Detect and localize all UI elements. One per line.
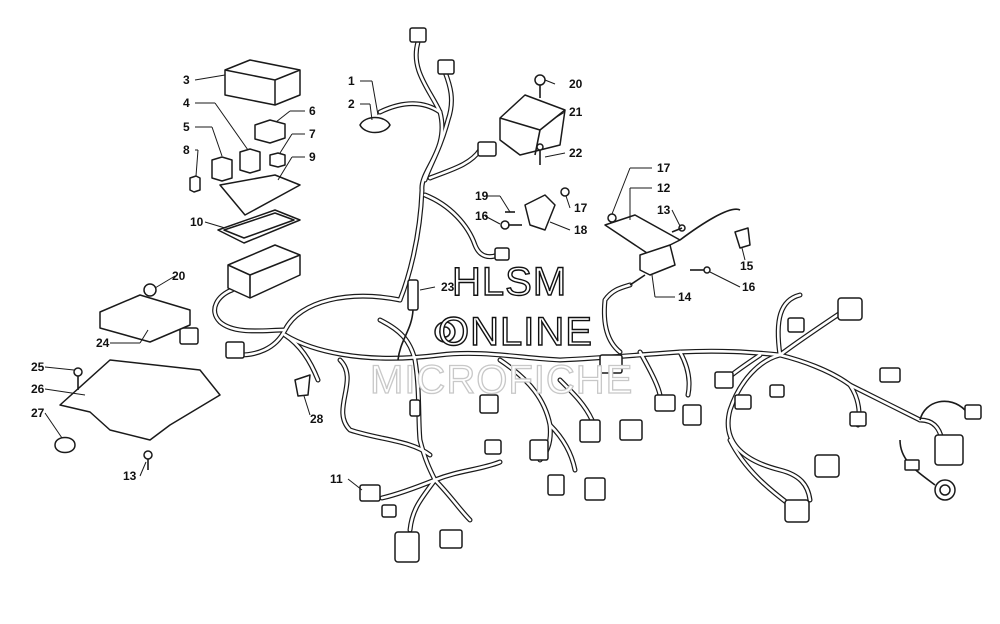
callout-21: 21 [569, 105, 583, 119]
callout-13-plate: 13 [123, 469, 137, 483]
regulator-and-brackets [359, 74, 570, 231]
callout-27: 27 [31, 406, 45, 420]
main-wiring-harness [212, 39, 945, 533]
callout-10: 10 [190, 215, 204, 229]
sensor-23 [397, 279, 456, 417]
callout-16-lower: 16 [742, 280, 756, 294]
callout-8: 8 [183, 143, 190, 157]
callout-11: 11 [330, 472, 343, 486]
callout-4: 4 [183, 96, 190, 110]
module-and-mounting-plate [54, 283, 311, 470]
callout-leaders [44, 74, 746, 491]
callout-9: 9 [309, 150, 316, 164]
callout-22: 22 [569, 146, 583, 160]
callout-28: 28 [310, 412, 324, 426]
callout-14: 14 [678, 290, 692, 304]
callout-16-upper: 16 [475, 209, 489, 223]
harness-connectors [179, 27, 982, 563]
callout-1: 1 [348, 74, 355, 88]
callout-25: 25 [31, 360, 45, 374]
watermark-line-1: HLSM [452, 260, 567, 304]
callout-20-top: 20 [569, 77, 583, 91]
callout-12: 12 [657, 181, 671, 195]
callout-23: 23 [441, 280, 455, 294]
callout-labels: 1 2 3 4 5 6 7 8 9 10 11 12 13 13 14 15 1… [31, 73, 756, 486]
callout-19: 19 [475, 189, 489, 203]
watermark: HLSM ONLINE MICROFICHE [369, 259, 633, 402]
callout-15: 15 [740, 259, 754, 273]
callout-13-bracket: 13 [657, 203, 671, 217]
callout-3: 3 [183, 73, 190, 87]
callout-5: 5 [183, 120, 190, 134]
callout-26: 26 [31, 382, 45, 396]
callout-17-right: 17 [657, 161, 671, 175]
callout-18: 18 [574, 223, 588, 237]
callout-6: 6 [309, 104, 316, 118]
callout-2: 2 [348, 97, 355, 111]
fuse-relay-box-parts [189, 59, 301, 299]
callout-20-left: 20 [172, 269, 186, 283]
callout-17-mid: 17 [574, 201, 588, 215]
callout-24: 24 [96, 336, 110, 350]
watermark-line-3: MICROFICHE [370, 358, 633, 402]
callout-7: 7 [309, 127, 316, 141]
watermark-line-2: ONLINE [438, 310, 593, 354]
right-bracket-assembly [604, 208, 751, 286]
